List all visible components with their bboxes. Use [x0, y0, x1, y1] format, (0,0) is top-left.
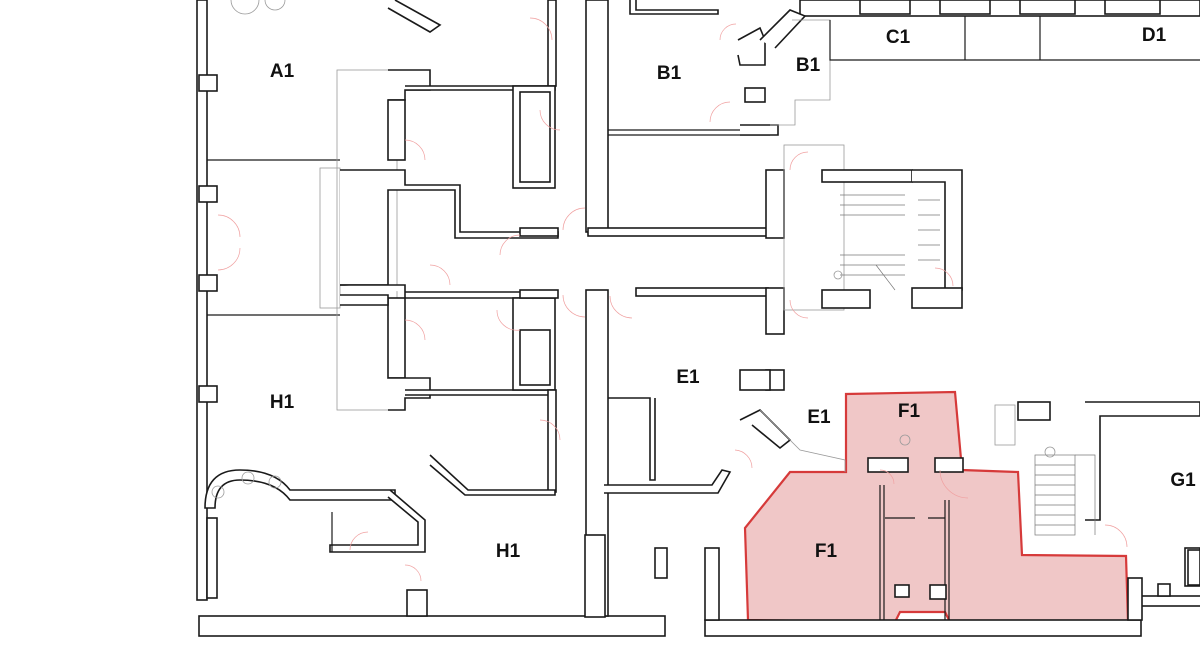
- room-labels: A1 B1 B1 C1 D1 E1 E1 F1 F1 G1 H1 H1: [270, 25, 1196, 562]
- room-label-b1-small: B1: [796, 55, 821, 76]
- room-label-b1: B1: [657, 63, 682, 84]
- door-swings: [217, 17, 1128, 582]
- room-label-e1-small: E1: [807, 407, 831, 428]
- wing-left-walls: [204, 0, 559, 617]
- exterior-walls: [196, 0, 1200, 637]
- room-label-h1-bottom: H1: [496, 541, 521, 562]
- stair-core: [783, 144, 963, 311]
- unit-f1-highlight[interactable]: [743, 390, 1130, 624]
- room-label-f1-top: F1: [898, 401, 921, 422]
- central-walls: [519, 0, 1200, 618]
- room-label-d1: D1: [1142, 25, 1167, 46]
- room-label-g1: G1: [1170, 470, 1196, 491]
- room-label-h1: H1: [270, 392, 295, 413]
- room-label-a1: A1: [270, 61, 295, 82]
- east-walls: [704, 401, 1200, 621]
- room-label-f1: F1: [815, 541, 838, 562]
- room-label-e1: E1: [676, 367, 700, 388]
- room-label-c1: C1: [886, 27, 911, 48]
